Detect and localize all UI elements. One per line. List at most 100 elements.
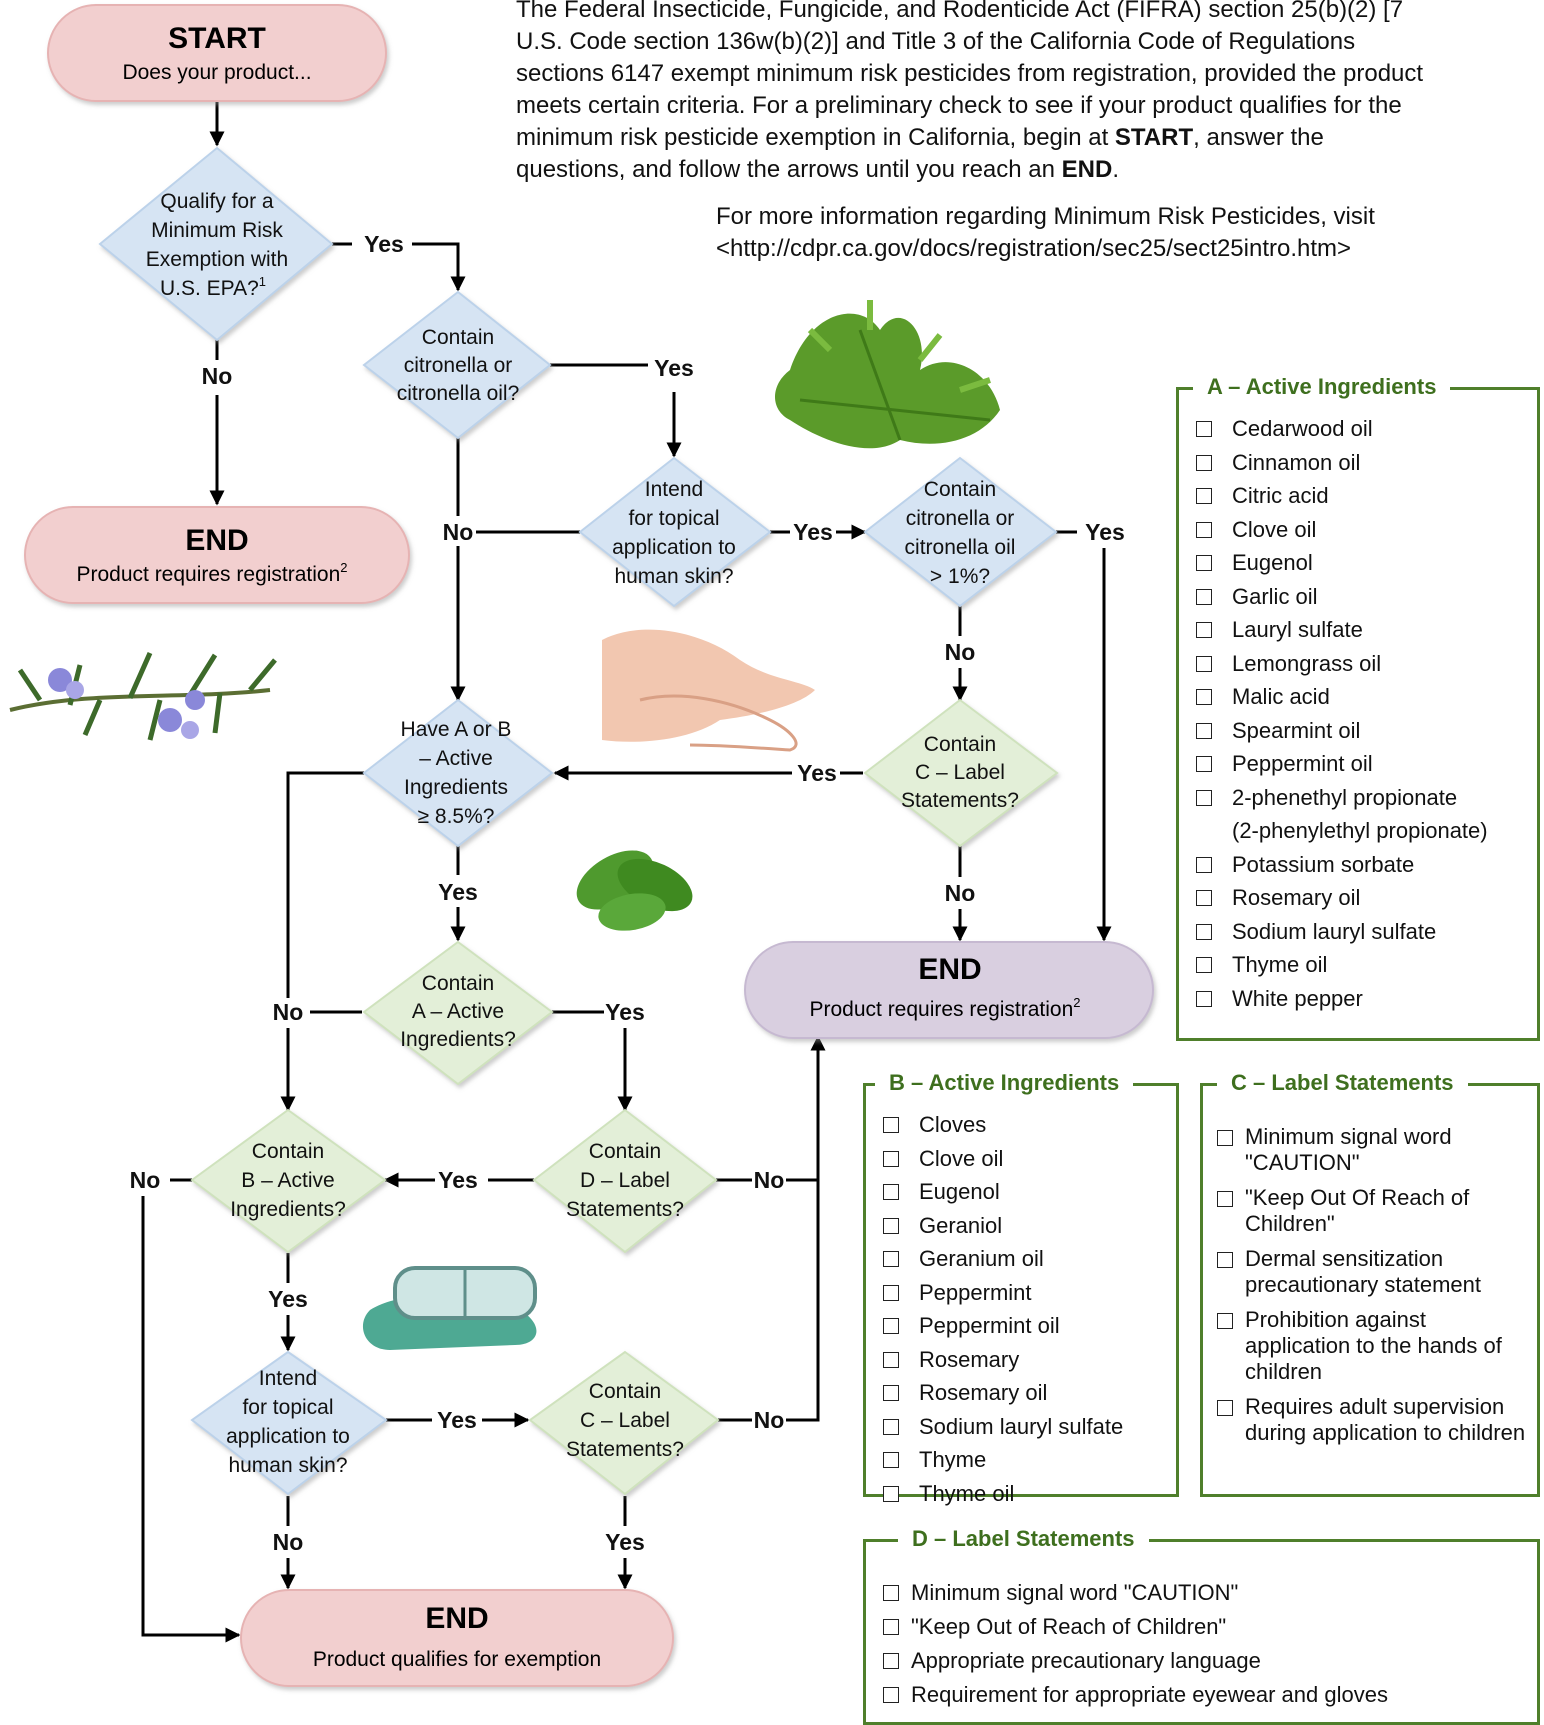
- more-info: For more information regarding Minimum R…: [716, 201, 1516, 265]
- box-d-item: "Keep Out of Reach of Children": [883, 1610, 1388, 1644]
- checkbox[interactable]: [1196, 923, 1212, 940]
- decision-citronella-pct-text: Contain citronella or citronella oil > 1…: [905, 478, 1016, 588]
- checkbox[interactable]: [1217, 1130, 1233, 1146]
- checkbox[interactable]: [1217, 1191, 1233, 1207]
- yes-label: Yes: [437, 1407, 477, 1433]
- box-d-label-statements: D – Label Statements Minimum signal word…: [863, 1525, 1540, 1725]
- box-b-item: Thyme oil: [883, 1477, 1123, 1511]
- checkbox[interactable]: [1196, 756, 1212, 772]
- yes-label: Yes: [793, 519, 833, 545]
- decision-c-1-line: Statements?: [901, 789, 1019, 812]
- start-subtitle: Does your product...: [122, 61, 311, 84]
- decision-epa-text: Qualify for a Minimum Risk Exemption wit…: [146, 190, 288, 300]
- checkbox[interactable]: [883, 1351, 899, 1368]
- box-c-item: "Keep Out Of Reach of Children": [1217, 1185, 1527, 1237]
- box-b-item-label: Rosemary oil: [919, 1380, 1048, 1405]
- box-c-item-label: "Keep Out Of Reach of Children": [1245, 1185, 1470, 1236]
- decision-epa-shape: [98, 146, 334, 342]
- no-label: No: [945, 639, 976, 665]
- checkbox[interactable]: [1196, 622, 1212, 638]
- checkbox[interactable]: [883, 1318, 899, 1334]
- decision-a-line: Contain: [422, 972, 494, 995]
- decision-citronella-pct-shape: [863, 456, 1058, 608]
- checkbox[interactable]: [1196, 722, 1212, 739]
- decision-c-2-line: Statements?: [566, 1438, 684, 1461]
- decision-ab-line: – Active: [419, 747, 493, 770]
- checkbox[interactable]: [1196, 890, 1212, 906]
- decision-ab-line: Have A or B: [401, 718, 512, 741]
- box-a-title: A – Active Ingredients: [1193, 373, 1451, 401]
- geranium-leaves-icon: [775, 300, 1000, 449]
- checkbox[interactable]: [1196, 957, 1212, 973]
- yes-label: Yes: [1085, 519, 1125, 545]
- checkbox[interactable]: [883, 1284, 899, 1301]
- checkbox[interactable]: [1196, 789, 1212, 806]
- decision-topical-2-text: Intend for topical application to human …: [226, 1367, 350, 1477]
- checkbox[interactable]: [883, 1150, 899, 1167]
- checkbox[interactable]: [1196, 555, 1212, 571]
- branch-labels: Yes No Yes No Yes Yes No Yes Yes No No Y…: [130, 231, 1125, 1555]
- checkbox[interactable]: [1217, 1313, 1233, 1329]
- checkbox[interactable]: [1217, 1252, 1233, 1268]
- checkbox[interactable]: [883, 1251, 899, 1267]
- checkbox[interactable]: [1196, 588, 1212, 605]
- yes-label: Yes: [605, 999, 645, 1025]
- box-d-item: Requirement for appropriate eyewear and …: [883, 1678, 1388, 1712]
- checkbox[interactable]: [883, 1485, 899, 1502]
- end-top-title: END: [185, 524, 248, 557]
- box-b-item-label: Clove oil: [919, 1145, 1004, 1171]
- rosemary-sprig-icon: [9, 651, 277, 741]
- checkbox[interactable]: [1217, 1400, 1233, 1416]
- decision-ab-line: ≥ 8.5%?: [418, 805, 495, 828]
- checkbox[interactable]: [883, 1687, 899, 1703]
- more-info-url[interactable]: <http://cdpr.ca.gov/docs/registration/se…: [716, 235, 1352, 262]
- checkbox[interactable]: [883, 1653, 899, 1669]
- box-b-item: Clove oil: [883, 1142, 1123, 1176]
- checkbox[interactable]: [883, 1418, 899, 1435]
- checkbox[interactable]: [1196, 689, 1212, 705]
- checkbox[interactable]: [1196, 521, 1212, 538]
- box-a-item: Clove oil: [1196, 513, 1488, 547]
- checkbox[interactable]: [883, 1585, 899, 1601]
- checkbox[interactable]: [883, 1184, 899, 1200]
- box-a-item-label: Citric acid: [1232, 483, 1329, 508]
- checkbox: [1196, 823, 1212, 839]
- checkbox[interactable]: [1196, 421, 1212, 437]
- checkbox[interactable]: [1196, 856, 1212, 873]
- decision-c-2-text: Contain C – Label Statements?: [566, 1380, 684, 1461]
- box-a-item-label: Spearmint oil: [1232, 717, 1361, 743]
- box-c-item: Requires adult supervision during applic…: [1217, 1394, 1527, 1446]
- hands-icon: [602, 629, 815, 752]
- box-b-title: B – Active Ingredients: [875, 1069, 1134, 1097]
- checkbox[interactable]: [883, 1385, 899, 1401]
- box-c-label-statements: C – Label Statements Minimum signal word…: [1200, 1069, 1540, 1497]
- checkbox[interactable]: [883, 1117, 899, 1133]
- decision-citronella-shape: [362, 290, 552, 440]
- box-d-item-label: Minimum signal word "CAUTION": [911, 1580, 1239, 1605]
- box-a-item-label: Lauryl sulfate: [1232, 617, 1363, 642]
- intro-start-ref: START: [1114, 124, 1194, 151]
- intro-line-2: U.S. Code section 136w(b)(2)] and Title …: [516, 28, 1356, 55]
- checkbox[interactable]: [1196, 655, 1212, 672]
- box-b-item-label: Sodium lauryl sulfate: [919, 1413, 1124, 1439]
- box-b-item-label: Peppermint: [919, 1279, 1032, 1305]
- decision-topical-1-line: Intend: [645, 478, 703, 501]
- checkbox[interactable]: [1196, 990, 1212, 1007]
- decision-citronella-line: citronella or: [404, 354, 513, 377]
- checkbox[interactable]: [1196, 454, 1212, 471]
- checkbox[interactable]: [1196, 488, 1212, 504]
- box-b-item: Thyme: [883, 1443, 1123, 1477]
- box-a-item: Potassium sorbate: [1196, 848, 1488, 882]
- box-a-item-label: Peppermint oil: [1232, 751, 1373, 776]
- checkbox[interactable]: [883, 1619, 899, 1635]
- decision-c-1-line: Contain: [924, 733, 996, 756]
- no-label: No: [202, 363, 233, 389]
- intro-text: minimum risk pesticide exemption in Cali…: [516, 124, 1115, 151]
- checkbox[interactable]: [883, 1452, 899, 1468]
- decision-c-2-line: Contain: [589, 1380, 661, 1403]
- decision-a-line: Ingredients?: [400, 1028, 516, 1051]
- checkbox[interactable]: [883, 1217, 899, 1234]
- decision-epa-line: U.S. EPA?1: [160, 274, 266, 300]
